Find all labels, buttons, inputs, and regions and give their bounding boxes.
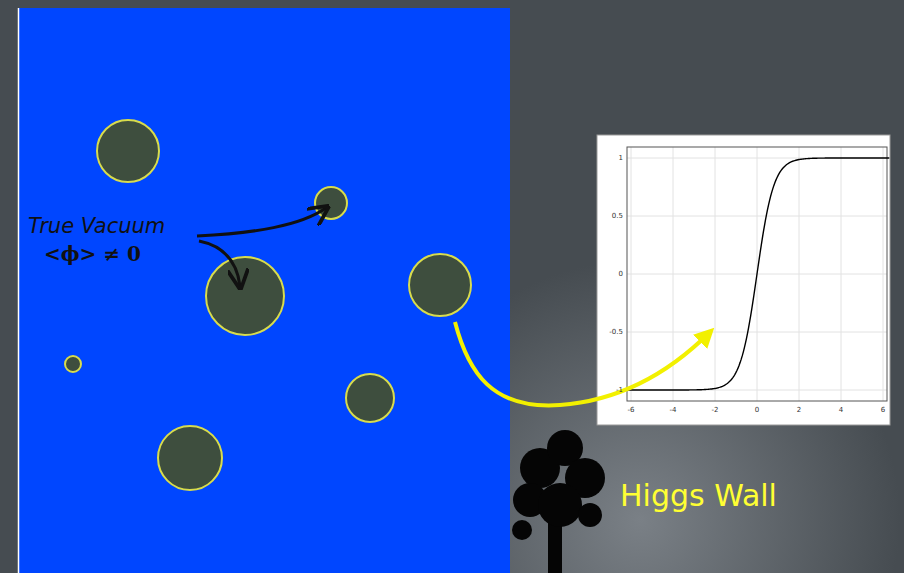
axis-tick: -0.5 xyxy=(609,328,623,336)
true-vacuum-bubble xyxy=(65,356,81,372)
axis-tick: -1 xyxy=(616,386,623,394)
callout-arrow xyxy=(199,241,240,286)
slide-label: Higgs Wall xyxy=(620,478,777,513)
panel-edge xyxy=(18,8,20,573)
axis-tick: 6 xyxy=(881,406,885,414)
axis-tick: 4 xyxy=(839,406,843,414)
grid-line xyxy=(627,216,887,217)
true-vacuum-bubble xyxy=(346,374,394,422)
bubble-group xyxy=(65,120,471,490)
true-vacuum-bubble xyxy=(158,426,222,490)
tanh-curve xyxy=(625,158,890,390)
axis-tick: -4 xyxy=(670,406,677,414)
pointer-arrow xyxy=(455,322,710,405)
axis-tick: -2 xyxy=(712,406,719,414)
grid-line xyxy=(627,332,887,333)
callout-arrow xyxy=(197,208,326,236)
false-vacuum-region xyxy=(18,8,510,573)
axis-tick: 1 xyxy=(619,154,623,162)
tree-silhouette xyxy=(512,430,605,573)
callout-label: True Vacuum xyxy=(28,214,165,238)
axis-tick: 0 xyxy=(619,270,623,278)
axis-tick: -6 xyxy=(628,406,635,414)
true-vacuum-bubble xyxy=(409,254,471,316)
axis-tick: 0.5 xyxy=(612,212,623,220)
true-vacuum-bubble xyxy=(315,187,347,219)
axis-tick: 2 xyxy=(797,406,801,414)
true-vacuum-bubble xyxy=(97,120,159,182)
callout-label: <ϕ> ≠ 0 xyxy=(44,242,141,266)
true-vacuum-bubble xyxy=(206,257,284,335)
axis-tick: 0 xyxy=(755,406,759,414)
